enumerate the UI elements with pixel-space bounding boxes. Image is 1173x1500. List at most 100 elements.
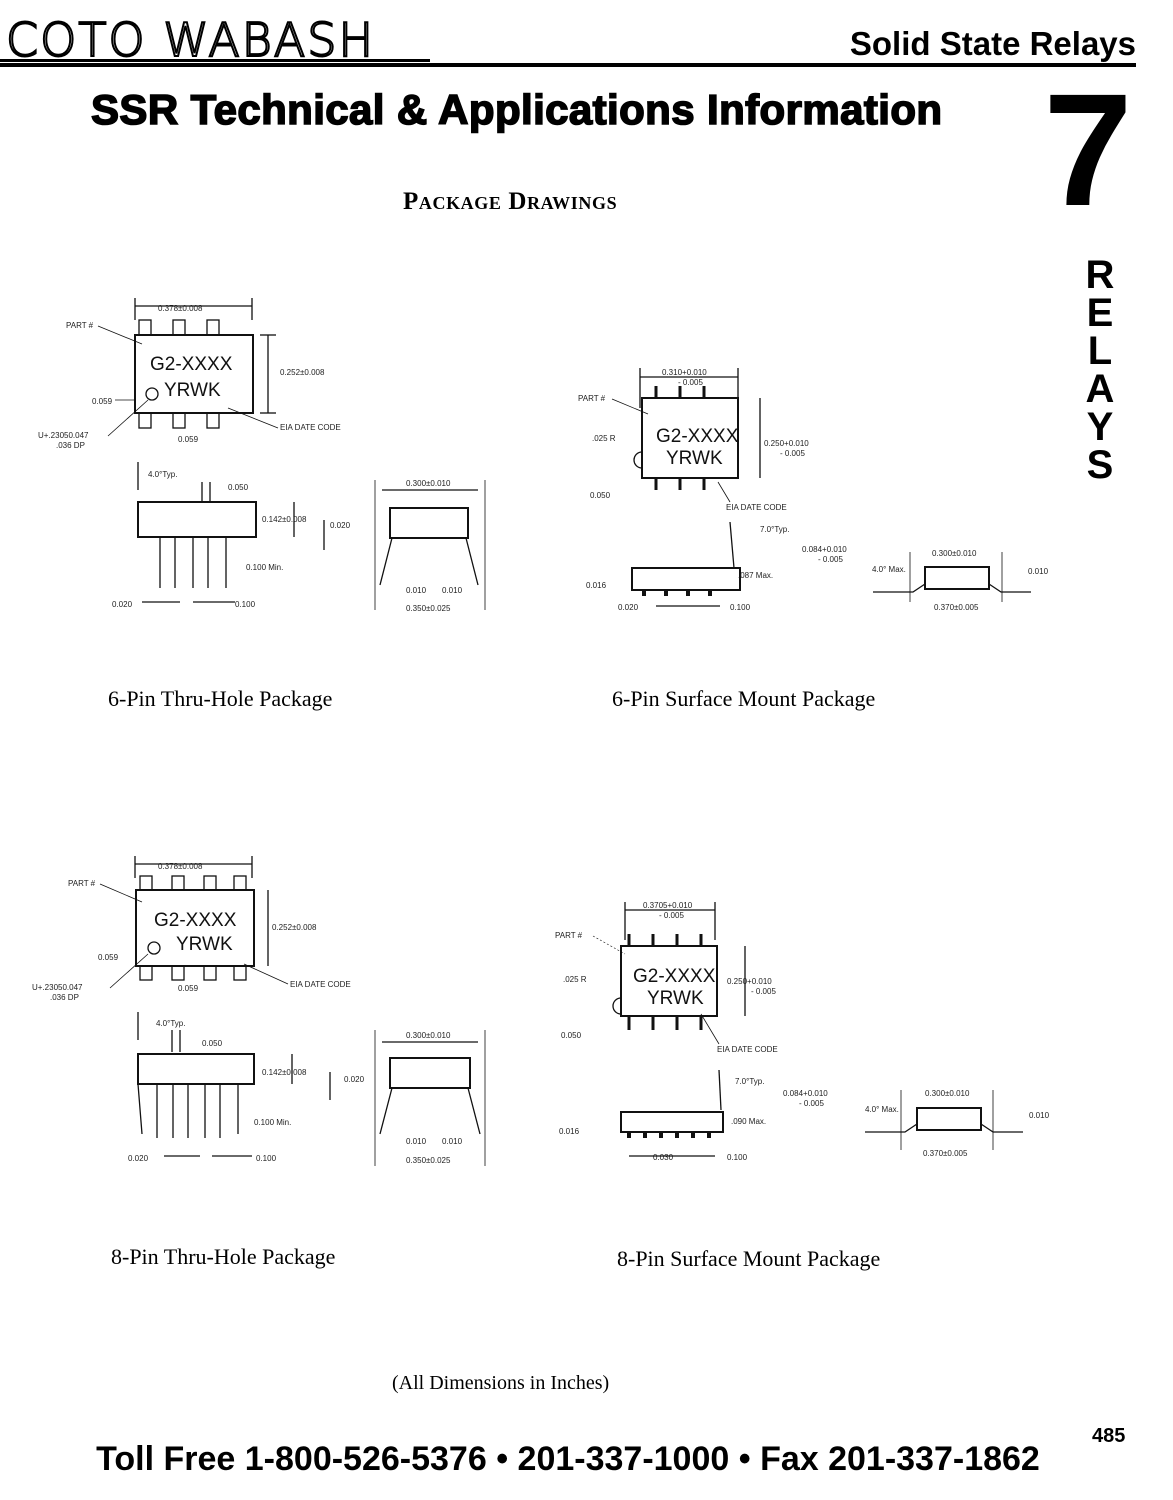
min-length: 0.100 Min.	[246, 563, 283, 572]
end-span: 0.350±0.025	[406, 1156, 451, 1165]
lead-width: 0.084+0.010	[802, 545, 847, 554]
radius-label: .025 R	[563, 975, 587, 984]
height-dim: 0.250+0.010	[764, 439, 809, 448]
side-tab-letter: R	[1085, 253, 1115, 297]
six-pin-thru-hole-drawing: 0.378±0.008 G2-XXXX YRWK PART # 0.252±0.…	[38, 298, 486, 613]
part-label: PART #	[555, 931, 583, 940]
radius-label: .025 R	[592, 434, 616, 443]
marking-line-2: YRWK	[666, 448, 723, 469]
end-thickness: 0.010	[1029, 1111, 1050, 1120]
end-span: 0.370±0.005	[934, 603, 979, 612]
eight-pin-thru-hole-drawing: 0.378±0.008 G2-XXXX YRWK PART # 0.252±0.…	[32, 856, 486, 1166]
date-code: EIA DATE CODE	[717, 1045, 778, 1054]
marking-line-1: G2-XXXX	[633, 966, 716, 987]
brand-logo: COTO WABASH	[5, 13, 376, 67]
lead-tol: - 0.005	[799, 1099, 824, 1108]
six-pin-smd-drawing: 0.310+0.010 - 0.005 G2-XXXX YRWK PART # …	[578, 368, 1049, 612]
section-subtitle: Package Drawings	[403, 188, 618, 215]
part-label: PART #	[68, 879, 96, 888]
pin1-dim: 0.059	[92, 397, 113, 406]
part-label: PART #	[578, 394, 606, 403]
lead-width: 0.050	[202, 1039, 223, 1048]
min-length: 0.100 Min.	[254, 1118, 291, 1127]
end-span: 0.370±0.005	[923, 1149, 968, 1158]
section-title: Solid State Relays	[849, 25, 1136, 62]
body-height: 0.142±0.008	[262, 515, 307, 524]
end-width: 0.300±0.010	[925, 1089, 970, 1098]
end-t1: 0.010	[406, 1137, 427, 1146]
end-t1: 0.010	[406, 586, 427, 595]
lead-dim: 0.020	[128, 1154, 149, 1163]
lead-dim: 0.020	[112, 600, 133, 609]
angle-label: 7.0°Typ.	[735, 1077, 764, 1086]
date-code: EIA DATE CODE	[280, 423, 341, 432]
end-width: 0.300±0.010	[932, 549, 977, 558]
width-dim: 0.3705+0.010	[643, 901, 693, 910]
height-tol: - 0.005	[751, 987, 776, 996]
lead-width: 0.050	[228, 483, 249, 492]
lead-tol: - 0.005	[818, 555, 843, 564]
standoff: 0.016	[559, 1127, 580, 1136]
pitch: 0.100	[727, 1153, 748, 1162]
end-thickness: 0.010	[1028, 567, 1049, 576]
lead-thickness: 0.020	[344, 1075, 365, 1084]
page-number: 485	[1092, 1425, 1126, 1447]
marking-line-2: YRWK	[164, 380, 221, 401]
angle-label: 7.0°Typ.	[760, 525, 789, 534]
pin-dim: 0.050	[590, 491, 611, 500]
date-code: EIA DATE CODE	[290, 980, 351, 989]
lead-dim: 0.030	[653, 1153, 674, 1162]
pitch-dim: 0.059	[178, 984, 199, 993]
end-angle: 4.0° Max.	[872, 565, 906, 574]
width-dim: 0.378±0.008	[158, 304, 203, 313]
header-rule	[0, 63, 1136, 67]
dot-note-2: .036 DP	[56, 441, 85, 450]
eight-pin-smd-drawing: 0.3705+0.010 - 0.005 G2-XXXX YRWK PART #…	[555, 901, 1050, 1162]
chapter-side-tab: R E L A Y S	[1072, 253, 1128, 487]
part-label: PART #	[66, 321, 94, 330]
end-t2: 0.010	[442, 586, 463, 595]
pin1-dim: 0.059	[98, 953, 119, 962]
dot-note-2: .036 DP	[50, 993, 79, 1002]
pin-pitch: 0.100	[256, 1154, 277, 1163]
height-dim: 0.252±0.008	[280, 368, 325, 377]
pin-pitch: 0.100	[235, 600, 256, 609]
width-dim: 0.310+0.010	[662, 368, 707, 377]
lead-width: 0.084+0.010	[783, 1089, 828, 1098]
caption-six-pin-thru-hole: 6-Pin Thru-Hole Package	[108, 686, 333, 711]
marking-line-2: YRWK	[176, 934, 233, 955]
brand-underline	[0, 59, 430, 62]
height-tol: - 0.005	[780, 449, 805, 458]
end-t2: 0.010	[442, 1137, 463, 1146]
contact-footer: Toll Free 1-800-526-5376 • 201-337-1000 …	[96, 1440, 1040, 1478]
pin-dim: 0.050	[561, 1031, 582, 1040]
caption-eight-pin-thru-hole: 8-Pin Thru-Hole Package	[111, 1244, 336, 1269]
width-tol: - 0.005	[659, 911, 684, 920]
marking-line-2: YRWK	[647, 988, 704, 1009]
end-angle: 4.0° Max.	[865, 1105, 899, 1114]
caption-eight-pin-smd: 8-Pin Surface Mount Package	[617, 1246, 881, 1271]
marking-line-1: G2-XXXX	[150, 354, 233, 375]
side-tab-letter: L	[1087, 329, 1113, 373]
caption-six-pin-smd: 6-Pin Surface Mount Package	[612, 686, 876, 711]
pitch: 0.100	[730, 603, 751, 612]
max-height: .090 Max.	[731, 1117, 766, 1126]
end-width: 0.300±0.010	[406, 1031, 451, 1040]
width-dim: 0.378±0.008	[158, 862, 203, 871]
width-tol: - 0.005	[678, 378, 703, 387]
end-span: 0.350±0.025	[406, 604, 451, 613]
side-tab-letter: S	[1086, 443, 1114, 487]
chapter-number: 7	[1043, 60, 1133, 239]
standoff: 0.016	[586, 581, 607, 590]
dot-note-1: U+.23050.047	[38, 431, 89, 440]
date-code: EIA DATE CODE	[726, 503, 787, 512]
side-tab-letter: Y	[1086, 405, 1114, 449]
marking-line-1: G2-XXXX	[656, 426, 739, 447]
max-height: .087 Max.	[738, 571, 773, 580]
angle-label: 4.0°Typ.	[156, 1019, 185, 1028]
page-title: SSR Technical & Applications Information	[90, 85, 943, 134]
height-dim: 0.250+0.010	[727, 977, 772, 986]
angle-label: 4.0°Typ.	[148, 470, 177, 479]
side-tab-letter: E	[1086, 291, 1114, 335]
end-width: 0.300±0.010	[406, 479, 451, 488]
